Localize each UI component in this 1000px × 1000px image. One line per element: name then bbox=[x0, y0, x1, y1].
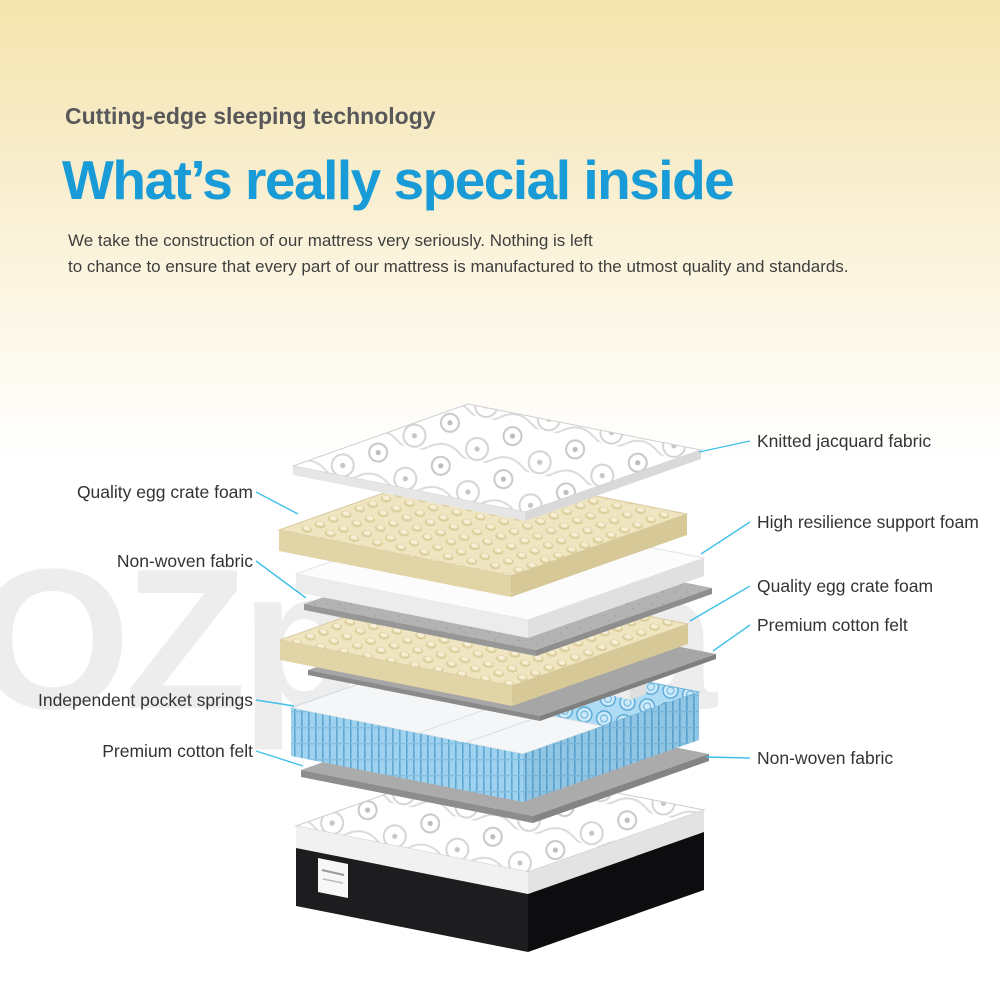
leader-line-jacquard bbox=[698, 440, 751, 453]
leader-line-nonwoven-left bbox=[255, 560, 307, 599]
label-non-woven-fabric-right: Non-woven fabric bbox=[757, 748, 894, 768]
label-high-resilience-support-foam: High resilience support foam bbox=[757, 512, 979, 532]
label-quality-egg-crate-foam-left: Quality egg crate foam bbox=[76, 482, 253, 502]
description-line-2: to chance to ensure that every part of o… bbox=[68, 257, 849, 276]
leader-line-nonwoven-right bbox=[705, 756, 751, 759]
leader-line-cotton-felt-right bbox=[712, 624, 751, 652]
leader-line-support-foam bbox=[700, 521, 751, 555]
label-premium-cotton-felt-left: Premium cotton felt bbox=[102, 741, 253, 761]
label-premium-cotton-felt-right: Premium cotton felt bbox=[757, 615, 908, 635]
label-independent-pocket-springs: Independent pocket springs bbox=[37, 690, 253, 710]
description-paragraph: We take the construction of our mattress… bbox=[68, 228, 849, 280]
leader-line-pocket-springs bbox=[255, 699, 295, 707]
leader-line-cotton-felt-left bbox=[255, 750, 304, 767]
leader-line-egg-crate-right bbox=[689, 585, 751, 622]
layer-knitted-jacquard-fabric bbox=[291, 403, 703, 521]
label-knitted-jacquard-fabric: Knitted jacquard fabric bbox=[757, 431, 932, 451]
leader-line-egg-crate-left bbox=[255, 491, 299, 515]
page-title: What’s really special inside bbox=[62, 149, 735, 211]
label-non-woven-fabric-left: Non-woven fabric bbox=[116, 551, 253, 571]
label-quality-egg-crate-foam-right: Quality egg crate foam bbox=[757, 576, 934, 596]
description-line-1: We take the construction of our mattress… bbox=[68, 231, 593, 250]
eyebrow-heading: Cutting-edge sleeping technology bbox=[65, 103, 436, 129]
mattress-brand-label bbox=[318, 858, 348, 898]
leader-lines bbox=[255, 440, 751, 767]
